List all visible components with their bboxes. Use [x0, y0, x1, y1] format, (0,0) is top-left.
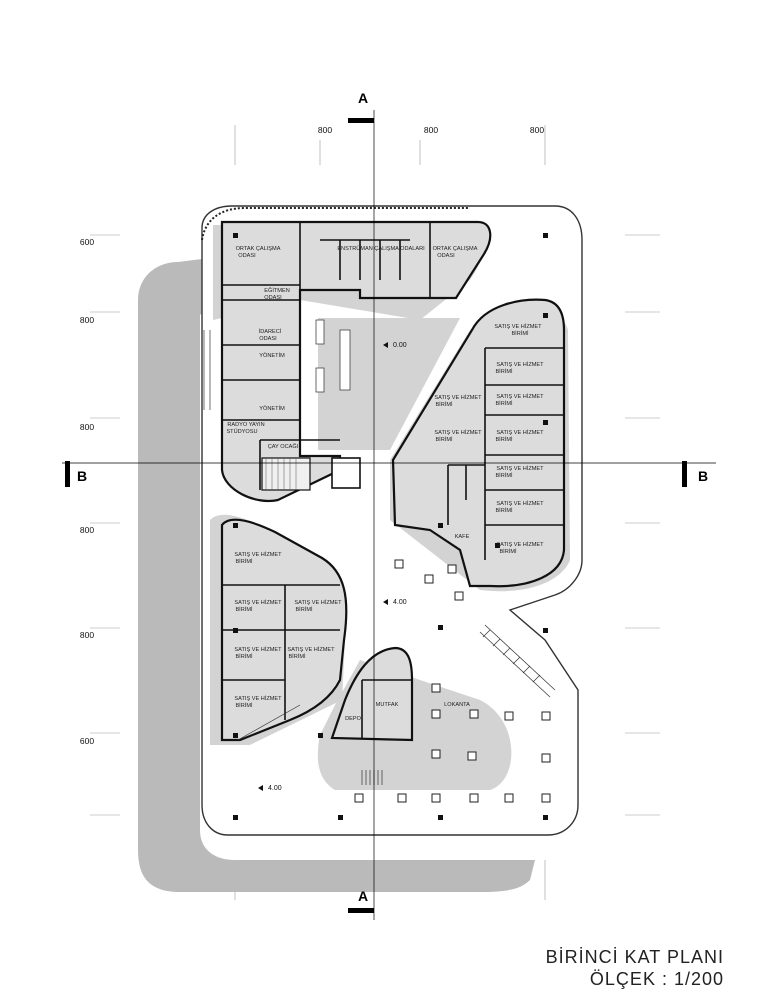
unit-e4-l2: BİRİMİ	[435, 401, 453, 408]
south-block	[330, 646, 414, 742]
room-idareci-l1: İDARECİ	[259, 328, 282, 335]
ramp-hatches	[203, 330, 556, 785]
dim-left-5: 800	[80, 630, 94, 640]
elevator	[331, 457, 361, 489]
unit-sw2-l1: SATIŞ VE HİZMET	[234, 599, 282, 606]
unit-e7-l2: BİRİMİ	[495, 472, 513, 479]
room-radyo-l2: STÜDYOSU	[226, 428, 257, 435]
level-marker-courtyard: 0.00	[383, 342, 407, 349]
north-block	[220, 220, 492, 503]
unit-e3-l1: SATIŞ VE HİZMET	[496, 393, 544, 400]
unit-sw3-l1: SATIŞ VE HİZMET	[294, 599, 342, 606]
room-yonetim-2: YÖNETİM	[259, 405, 285, 412]
unit-sw5-l2: BİRİMİ	[288, 653, 306, 660]
room-kafe: KAFE	[455, 534, 470, 540]
courtyard-benches	[315, 319, 351, 393]
room-radyo-l1: RADYO YAYIN	[227, 422, 264, 428]
room-idareci-l2: ODASI	[259, 336, 277, 342]
unit-e2-l2: BİRİMİ	[495, 368, 513, 375]
dim-left-3: 800	[80, 422, 94, 432]
unit-e5-l1: SATIŞ VE HİZMET	[496, 429, 544, 436]
structural-columns	[233, 233, 548, 820]
room-lokanta: LOKANTA	[444, 702, 470, 708]
unit-e3-l2: BİRİMİ	[495, 400, 513, 407]
room-depo: DEPO	[345, 716, 362, 722]
southwest-walls	[222, 584, 340, 720]
room-ortak-east-l2: ODASI	[437, 253, 455, 259]
plan-scale: ÖLÇEK : 1/200	[589, 969, 724, 989]
level-marker-plaza: 4.00	[383, 599, 407, 606]
unit-e5-l2: BİRİMİ	[495, 436, 513, 443]
unit-sw1-l2: BİRİMİ	[235, 558, 253, 565]
section-lines	[62, 110, 716, 920]
dim-left-4: 800	[80, 525, 94, 535]
section-mark-b-right: B	[698, 468, 708, 484]
unit-e9-l2: BİRİMİ	[499, 548, 517, 555]
level-courtyard: 0.00	[393, 342, 407, 349]
unit-e8-l2: BİRİMİ	[495, 507, 513, 514]
room-enstruman: ENSTRÜMAN ÇALIŞMA ODALARI	[337, 245, 425, 252]
unit-e1-l1: SATIŞ VE HİZMET	[494, 323, 542, 330]
level-south: 4.00	[268, 785, 282, 792]
section-mark-a-top: A	[358, 90, 368, 106]
room-ortak-east-l1: ORTAK ÇALIŞMA	[433, 246, 478, 252]
unit-e6-l2: BİRİMİ	[435, 436, 453, 443]
unit-sw4-l1: SATIŞ VE HİZMET	[234, 646, 282, 653]
room-cay: ÇAY OCAĞI	[268, 443, 299, 450]
north-walls	[222, 222, 431, 490]
unit-e7-l1: SATIŞ VE HİZMET	[496, 465, 544, 472]
east-block	[391, 298, 566, 588]
unit-sw3-l2: BİRİMİ	[295, 606, 313, 613]
unit-sw6-l2: BİRİMİ	[235, 702, 253, 709]
unit-e2-l1: SATIŞ VE HİZMET	[496, 361, 544, 368]
unit-e9-l1: SATIŞ VE HİZMET	[496, 541, 544, 548]
level-marker-south: 4.00	[258, 785, 282, 792]
dim-top-3: 800	[530, 125, 544, 135]
unit-sw4-l2: BİRİMİ	[235, 653, 253, 660]
dining-tables	[354, 559, 551, 803]
section-mark-b-left: B	[77, 468, 87, 484]
room-ortak-west-l2: ODASI	[238, 253, 256, 259]
plan-title: BİRİNCİ KAT PLANI	[545, 947, 724, 967]
room-mutfak: MUTFAK	[376, 702, 399, 708]
level-plaza: 4.00	[393, 599, 407, 606]
dim-left-6: 600	[80, 736, 94, 746]
ground-shadow	[138, 258, 535, 892]
room-ortak-west-l1: ORTAK ÇALIŞMA	[236, 246, 281, 252]
dim-left-2: 800	[80, 315, 94, 325]
east-walls	[447, 347, 564, 560]
room-egitmen-l2: ODASI	[264, 295, 282, 301]
room-egitmen-l1: EĞİTMEN	[264, 287, 289, 294]
dim-left-1: 600	[80, 237, 94, 247]
unit-e6-l1: SATIŞ VE HİZMET	[434, 429, 482, 436]
unit-sw1-l1: SATIŞ VE HİZMET	[234, 551, 282, 558]
unit-e4-l1: SATIŞ VE HİZMET	[434, 394, 482, 401]
unit-sw6-l1: SATIŞ VE HİZMET	[234, 695, 282, 702]
unit-e1-l2: BİRİMİ	[511, 330, 529, 337]
dim-top-2: 800	[424, 125, 438, 135]
extension-lines	[90, 125, 660, 900]
unit-sw5-l1: SATIŞ VE HİZMET	[287, 646, 335, 653]
south-walls	[361, 679, 412, 738]
section-mark-a-bottom: A	[358, 888, 368, 904]
unit-e8-l1: SATIŞ VE HİZMET	[496, 500, 544, 507]
unit-sw2-l2: BİRİMİ	[235, 606, 253, 613]
dim-top-1: 800	[318, 125, 332, 135]
room-yonetim-1: YÖNETİM	[259, 352, 285, 359]
